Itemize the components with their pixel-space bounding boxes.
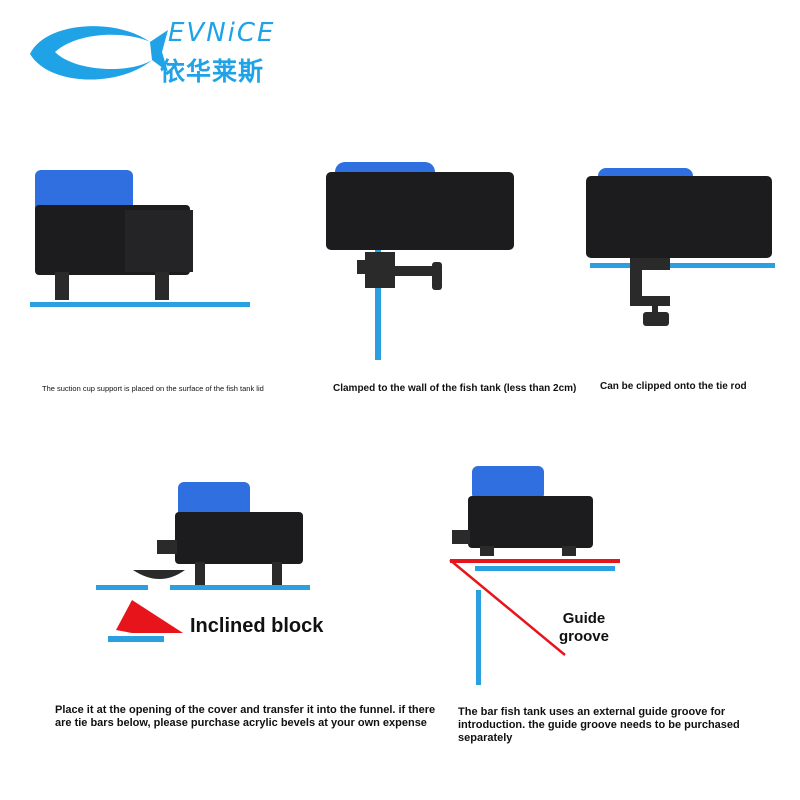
tie-bar [108,636,164,642]
scene-tie-rod [586,168,775,326]
scene-guide-groove [449,466,620,685]
feeder-hopper [472,466,544,500]
feeder-body [586,176,772,258]
guide-groove-top [450,559,620,563]
scene-suction-cup [30,170,250,307]
cover-surface [96,585,148,590]
feeder-hopper [35,170,133,215]
inclined-block-shape [116,600,183,633]
brand-name-cn: 依华莱斯 [160,57,265,86]
feeder-body [175,512,303,564]
brand-name-en: EVNiCE [168,18,276,48]
clamp [630,258,670,270]
caption-suction: The suction cup support is placed on the… [42,384,264,393]
tie-rod [590,263,775,268]
label-inclined-block: Inclined block [190,615,324,637]
caption-guide-groove: The bar fish tank uses an external guide… [458,706,740,744]
suction-cup [133,570,185,579]
feeder-hopper [178,482,250,520]
scene-clamp-wall [326,162,514,360]
guide-groove-slope [449,559,566,656]
caption-cover-opening: Place it at the opening of the cover and… [55,704,436,729]
feeder-body [468,496,593,548]
scene-inclined-block [96,482,310,642]
label-guide-groove: Guide groove [558,610,609,645]
suction-leg [155,272,169,300]
tank-lid-surface [30,302,250,307]
caption-tie-rod: Can be clipped onto the tie rod [600,381,747,392]
tank-wall [476,590,481,685]
cover-surface [170,585,310,590]
feeder-body [326,172,514,250]
brand-logo [20,12,300,92]
caption-clamp-wall: Clamped to the wall of the fish tank (le… [333,383,577,394]
tank-top [475,566,615,571]
tank-wall [375,250,381,360]
clamp [365,252,395,288]
clamp-knob [432,262,442,290]
suction-leg [55,272,69,300]
fish-logo-icon [30,26,168,80]
clamp-knob [643,312,669,326]
